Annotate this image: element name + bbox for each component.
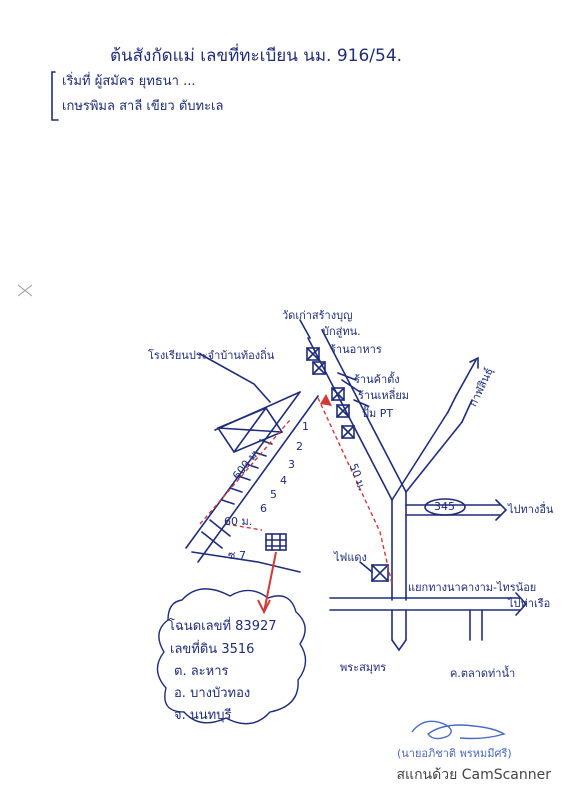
bubble-line-2: เลขที่ดิน 3516: [170, 642, 255, 657]
bubble-line-5: จ. นนทบุรี: [174, 708, 232, 723]
label-right-2: ไปท่าเรือ: [508, 597, 551, 610]
junction-label: ไฟแดง: [334, 551, 367, 564]
label-right-1: ไปทางอื่น: [508, 503, 554, 516]
header-line-3: เกษรพิมล สาลี เขียว ตับทะเล: [62, 99, 224, 114]
street-4: 4: [280, 474, 287, 487]
label-top: วัดเก่าสร้างบุญ: [282, 309, 353, 322]
street-3: 3: [288, 458, 295, 471]
shop-3: ร้านค้าตั้ง: [354, 373, 400, 386]
street-6: 6: [260, 502, 267, 515]
shop-4: ร้านเหลี่ยม: [358, 389, 410, 402]
signature-scribble: [411, 720, 506, 740]
street-5: 5: [270, 488, 277, 501]
label-bottom-right: ค.ตลาดท่าน้ำ: [450, 667, 516, 680]
label-school: โรงเรียนประจำบ้านท้องถิ่น: [148, 349, 275, 362]
street-2: 2: [296, 440, 303, 453]
route-number: 345: [434, 500, 455, 513]
signature-name: (นายอภิชาติ พรหมมีศรี): [397, 747, 512, 760]
label-bottom-left: พระสมุทร: [340, 661, 387, 674]
header-line-1: ต้นสังกัดแม่ เลขที่ทะเบียน นม. 916/54.: [110, 46, 403, 66]
scanner-watermark: สแกนด้วย CamScanner: [396, 767, 552, 783]
bubble-line-3: ต. ละหาร: [174, 664, 229, 679]
shop-2: ร้านอาหาร: [330, 343, 382, 356]
bubble-line-4: อ. บางบัวทอง: [174, 686, 251, 701]
soi-label: ซ.7: [228, 549, 246, 562]
shop-1: บักสู่ทน.: [322, 325, 361, 338]
street-1: 1: [302, 420, 309, 433]
bubble-line-1: โฉนดเลขที่ 83927: [168, 619, 277, 634]
distance-60: 60 ม.: [224, 515, 253, 528]
junction-road: แยกทางนาคางาม-ไทรน้อย: [408, 581, 537, 594]
shop-5: ปั๊ม PT: [362, 407, 394, 420]
header-line-2: เริ่มที่ ผู้สมัคร ยุทธนา ...: [62, 74, 196, 89]
